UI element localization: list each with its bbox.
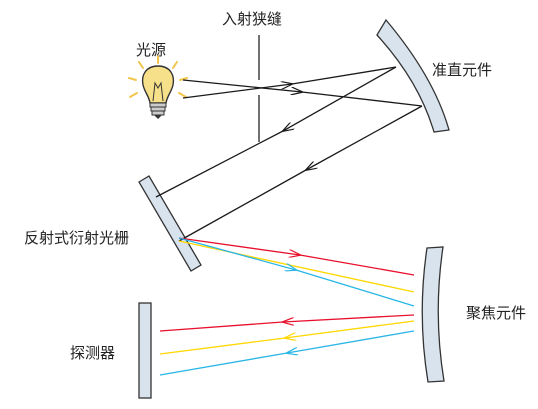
entrance-slit-label: 入射狭缝 (222, 10, 283, 28)
collimating-mirror (376, 18, 450, 133)
input-beams (182, 66, 423, 107)
focusing-element-label: 聚焦元件 (466, 304, 527, 322)
detector (138, 302, 152, 399)
light-source-label: 光源 (136, 41, 167, 59)
diffraction-grating-label: 反射式衍射光栅 (24, 229, 130, 247)
focused-beams (159, 314, 415, 376)
detector-label: 探测器 (70, 344, 116, 362)
focusing-mirror (421, 246, 445, 383)
collimating-element-label: 准直元件 (432, 61, 493, 79)
diffraction-grating (138, 175, 202, 272)
collimated-beams (155, 66, 423, 242)
dispersed-beams (178, 237, 415, 307)
light-bulb-icon (128, 55, 188, 119)
